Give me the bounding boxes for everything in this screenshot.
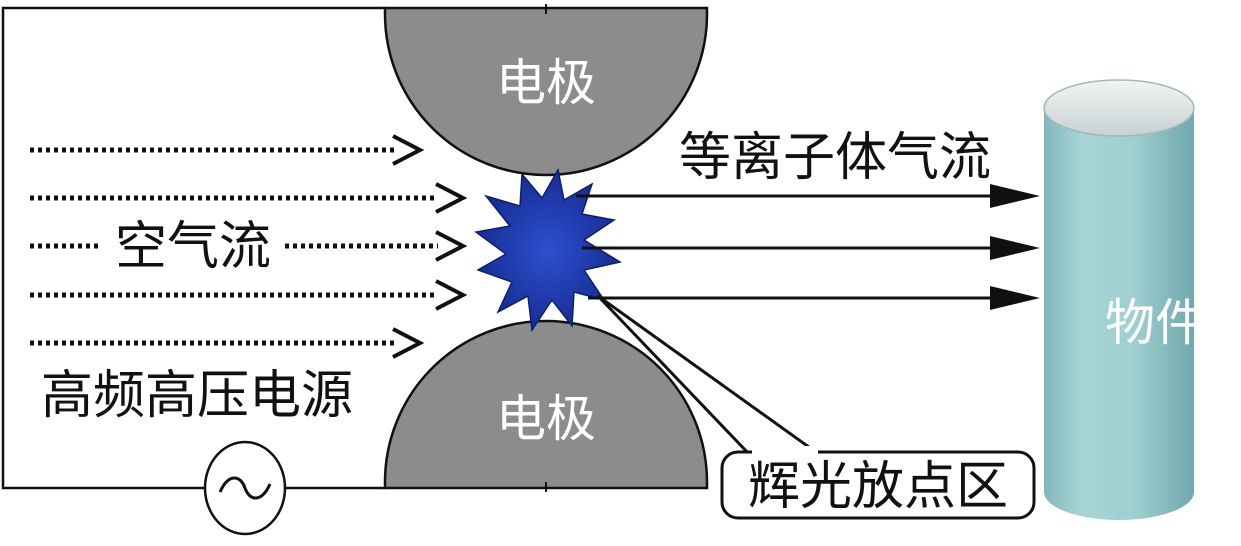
starburst-icon (474, 167, 622, 333)
sine-wave-icon (218, 476, 272, 500)
cylinder-body (1044, 108, 1194, 520)
air-flow-lines (30, 147, 438, 346)
electrode-bottom: 电极 (383, 319, 709, 492)
plasma-flow-label: 等离子体气流 (679, 128, 991, 188)
ac-source (203, 440, 287, 536)
cylinder-top (1043, 79, 1195, 137)
workpiece-cylinder: 物件 (1043, 79, 1205, 520)
chevron-right-icon (435, 182, 468, 214)
electrode-top-shape (383, 6, 709, 177)
glow-discharge-label: 辉光放点区 (748, 457, 1008, 517)
arrow-right-icon (990, 286, 1040, 310)
plasma-flow-arrows (576, 194, 1015, 300)
callout-join (752, 446, 818, 458)
electrode-bottom-label: 电极 (496, 390, 596, 448)
electrode-top: 电极 (383, 4, 709, 177)
plasma-arrow-heads (990, 184, 1040, 310)
chevron-right-icon (392, 134, 425, 166)
callout-box (720, 450, 1036, 520)
power-supply-label: 高频高压电源 (41, 366, 353, 426)
arrow-right-icon (990, 184, 1040, 208)
wire-top (1, 6, 385, 490)
arrow-right-icon (990, 236, 1040, 260)
chevron-right-icon (435, 230, 468, 262)
electrode-top-label: 电极 (496, 54, 596, 112)
air-flow-label: 空气流 (115, 217, 271, 277)
glow-callout: 辉光放点区 (596, 294, 1036, 520)
electrode-bottom-shape (383, 319, 709, 490)
workpiece-label: 物件 (1105, 294, 1205, 352)
chevron-right-icon (392, 327, 425, 359)
chevron-right-icon (435, 279, 468, 311)
air-flow-chevrons (392, 134, 468, 359)
circuit-wires (1, 6, 385, 490)
